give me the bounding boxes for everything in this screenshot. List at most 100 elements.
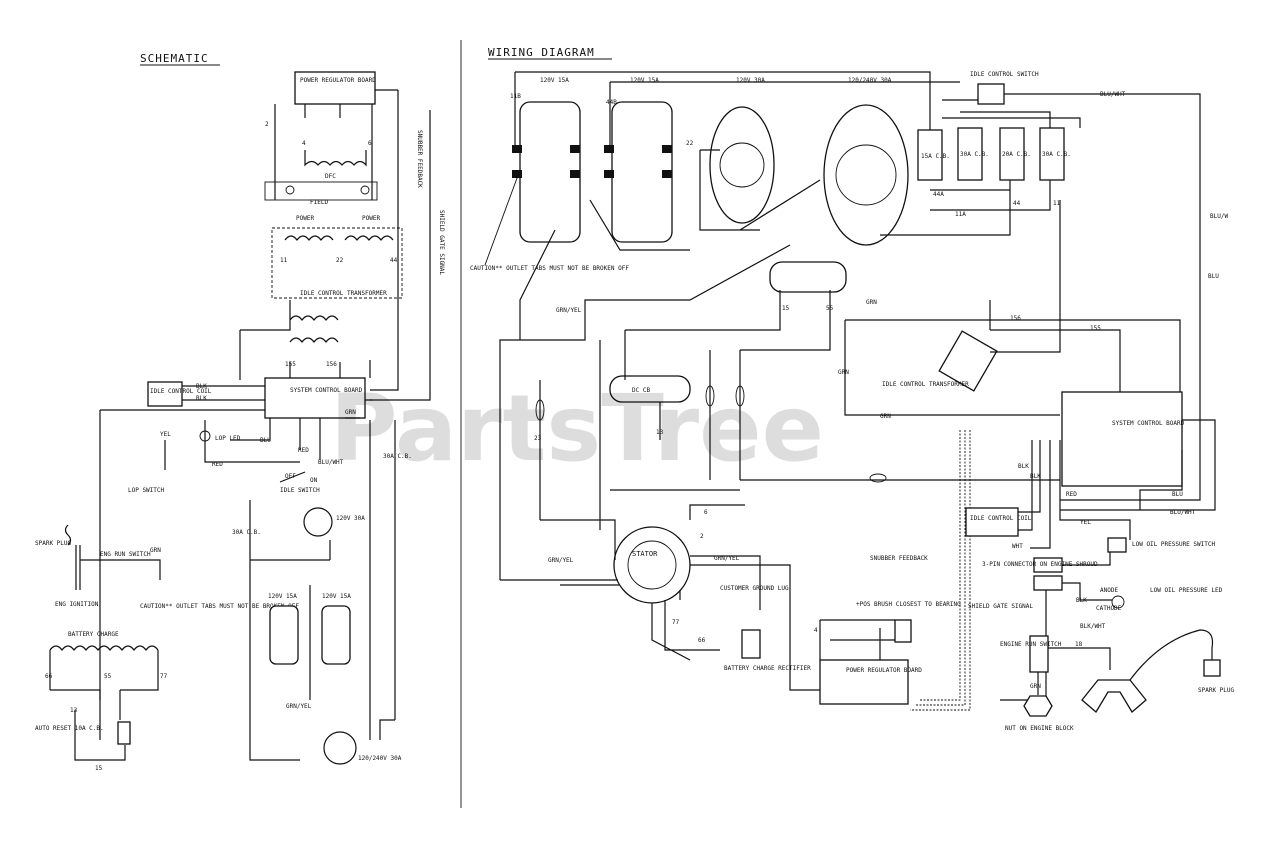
battery-charge-rectifier (741, 629, 761, 659)
wd-idle-transformer-label: IDLE CONTROL TRANSFORMER (882, 381, 969, 388)
schematic-panel: POWER REGULATOR BOARD 2 4 6 DFC FIELD SN… (35, 71, 445, 772)
sch-outlet-120-240v-label: 120/240V 30A (358, 755, 402, 762)
wd-connector-wires (1000, 552, 1112, 701)
wd-w-2: 2 (700, 533, 704, 540)
wd-run-wires (1037, 647, 1111, 695)
wd-blk-wht: BLK/WHT (1080, 623, 1106, 630)
wd-w-11b: 11B (510, 93, 521, 100)
wd-brush-label: +POS BRUSH CLOSEST TO BEARING (856, 601, 961, 608)
wd-inline-fuse (869, 473, 887, 483)
wd-mid-wires (499, 244, 1060, 580)
wd-outlet-15a-a-tab3 (570, 145, 580, 153)
spark-plug-body (1203, 659, 1221, 677)
wd-blu: BLU (1208, 273, 1219, 280)
snubber-feedback-label: SNUBBER FEEDBACK (416, 130, 423, 188)
sch-mid-wires (249, 420, 396, 740)
sch-outlet-wires (249, 580, 395, 761)
wd-idle-control-coil (965, 507, 1019, 537)
power-winding-box (271, 227, 403, 299)
wd-w-44a: 44A (933, 191, 944, 198)
sch-outlet-15a-1 (269, 605, 299, 665)
wd-outlet-15a-b-tab1 (604, 145, 614, 153)
battery-charge-label: BATTERY CHARGE (68, 631, 119, 638)
sch-wire-2: 2 (265, 121, 269, 128)
nut-on-engine-block-label: NUT ON ENGINE BLOCK (1005, 725, 1074, 732)
partstree-watermark: PartsTree (330, 375, 824, 482)
idle-transformer-coils (289, 315, 339, 343)
sch-wire-155: 155 (285, 361, 296, 368)
wd-fuse-2 (705, 385, 715, 407)
wd-blk-c: BLK (1076, 597, 1087, 604)
cathode-label: CATHODE (1096, 605, 1122, 612)
wd-w-156: 156 (1010, 315, 1021, 322)
nut-on-engine-block-symbol (1023, 695, 1053, 717)
wd-blk-a: BLK (1018, 463, 1029, 470)
wd-outlet-120-240v-face (835, 144, 897, 206)
wd-fuse-1 (535, 399, 545, 421)
low-oil-led-symbol (1111, 595, 1125, 609)
wd-w-11-a: 11 (1053, 200, 1061, 207)
wd-coil-wires (1018, 440, 1131, 549)
wd-w-4: 4 (814, 627, 818, 634)
wd-outlet-15a-b-tab3 (662, 145, 672, 153)
wd-grn-1: GRN (866, 299, 877, 306)
idle-switch-label: IDLE SWITCH (280, 487, 320, 494)
power-regulator-board-label: POWER REGULATOR BOARD (300, 77, 376, 84)
wd-shielded-cable (910, 430, 971, 711)
customer-ground-lug-label: CUSTOMER GROUND LUG (720, 585, 789, 592)
wiring-diagram-title: WIRING DIAGRAM (488, 46, 595, 59)
power-windings (284, 235, 394, 241)
wd-idle-control-coil-label: IDLE CONTROL COIL (970, 515, 1032, 522)
sch-wire-55: 55 (104, 673, 112, 680)
engine-run-switch-label: ENGINE RUN SWITCH (1000, 641, 1062, 648)
wd-outlet-15a-a-label: 120V 15A (540, 77, 569, 84)
cb-30a-b-label: 30A C.B. (1042, 151, 1071, 158)
wd-caution-leader (484, 169, 521, 266)
wd-outlet-15a-b-tab2 (604, 170, 614, 178)
lop-switch-label: LOP SWITCH (128, 487, 165, 494)
wd-outlet-15a-a-tab2 (512, 170, 522, 178)
wd-w-77: 77 (672, 619, 680, 626)
eng-run-wire (80, 559, 161, 580)
eng-ignition-label: ENG IGNITION (55, 601, 99, 608)
wd-scb-wires (740, 419, 1216, 511)
outlet-120v-30a-label: 120V 30A (336, 515, 365, 522)
idle-control-switch-label: IDLE CONTROL SWITCH (970, 71, 1039, 78)
wd-brush-holder (894, 619, 912, 643)
dfc-label: DFC (325, 173, 336, 180)
sch-wire-4: 4 (302, 140, 306, 147)
sch-outlet-15a-2 (321, 605, 351, 665)
wd-w-18: 18 (1075, 641, 1083, 648)
power-regulator-board-box (294, 71, 376, 105)
sch-caution-label: CAUTION** OUTLET TABS MUST NOT BE BROKEN… (140, 603, 299, 610)
cb-15a (917, 129, 943, 181)
low-oil-pressure-switch-label: LOW OIL PRESSURE SWITCH (1132, 541, 1215, 548)
idle-control-coil-box (147, 381, 183, 407)
wd-w-23: 23 (534, 435, 542, 442)
sch-grn-yel: GRN/YEL (286, 703, 312, 710)
wd-system-control-board-label: SYSTEM CONTROL BOARD (1112, 420, 1185, 427)
sch-outlet-15a-1-label: 120V 15A (268, 593, 297, 600)
wd-top-wires (514, 71, 1201, 501)
wd-w-155: 155 (1090, 325, 1101, 332)
wd-power-regulator-board (819, 659, 909, 705)
auto-reset-label: AUTO RESET 10A C.B. (35, 725, 104, 732)
sch-wire-6: 6 (368, 140, 372, 147)
three-pin-connector-bottom (1033, 575, 1063, 591)
wd-dc-connector (769, 261, 847, 293)
prb-leads (274, 89, 398, 118)
wd-outlet-120-240v (823, 104, 909, 246)
outlet-120v-30a-symbol (303, 507, 333, 537)
idle-control-transformer-label: IDLE CONTROL TRANSFORMER (300, 290, 387, 297)
wd-grn-yel-2: GRN/YEL (548, 557, 574, 564)
power-right-label: POWER (362, 215, 380, 222)
field-brush-right (360, 185, 370, 195)
wd-w-44-a: 44 (1013, 200, 1021, 207)
cb-15a-label: 15A C.B. (921, 153, 950, 160)
cb-30a-b (1039, 127, 1065, 181)
wd-wht: WHT (1012, 543, 1023, 550)
spark-plug-lead (1129, 629, 1214, 681)
battery-return-wire (74, 710, 126, 761)
three-pin-connector-label: 3-PIN CONNECTOR ON ENGINE SHROUD (982, 561, 1098, 568)
wd-fuse-3 (735, 385, 745, 407)
